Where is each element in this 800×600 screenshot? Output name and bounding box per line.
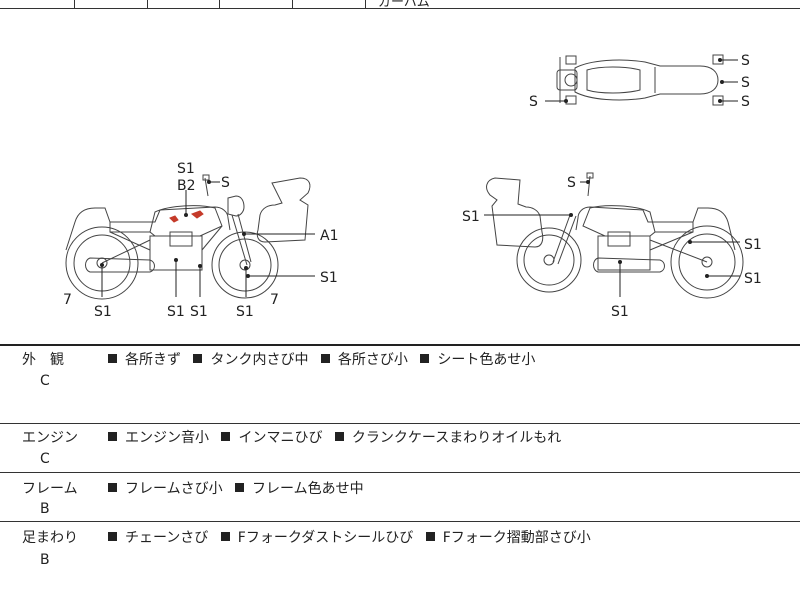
label-right-cowl: S1	[462, 209, 480, 225]
table-cell	[365, 0, 366, 8]
label-fork: A1	[320, 228, 338, 244]
table-cell	[0, 0, 75, 8]
motorcycle-right-view	[486, 172, 744, 299]
top-view-label: S	[741, 53, 750, 69]
table-cell	[147, 0, 220, 8]
condition-item: フレームさび小	[108, 478, 223, 498]
condition-row-frame: フレーム B フレームさび小 フレーム色あせ中	[0, 473, 800, 521]
condition-item: シート色あせ小	[420, 349, 535, 369]
top-table-strip: ガーハム	[0, 0, 800, 10]
condition-item: フレーム色あせ中	[235, 478, 364, 498]
square-bullet-icon	[420, 354, 430, 363]
divider	[0, 472, 800, 473]
condition-item: Fフォークダストシールひび	[220, 527, 413, 547]
condition-row-exterior: 外 観 C 各所きず タンク内さび中 各所さび小 シート色あせ小	[0, 346, 800, 423]
category-label: フレーム	[22, 481, 78, 497]
condition-item: インマニひび	[221, 427, 322, 447]
condition-item: Fフォーク摺動部さび小	[425, 527, 591, 547]
label-right-engine: S1	[611, 304, 629, 320]
table-cell	[219, 0, 293, 8]
label-front-wheel: S1	[320, 270, 338, 286]
condition-items: フレームさび小 フレーム色あせ中	[108, 478, 372, 498]
square-bullet-icon	[193, 354, 203, 363]
top-strip-text: ガーハム	[378, 0, 430, 10]
condition-item: 各所さび小	[320, 349, 408, 369]
motorcycle-left-view	[65, 174, 311, 300]
label-front-number: 7	[270, 292, 279, 308]
damage-diagram: S S S S S1 B2 S A1 S1 7 7 S1 S1 S1 S1 S …	[63, 53, 762, 320]
label-tank-grade: B2	[177, 178, 196, 194]
motorcycle-top-view	[556, 54, 724, 106]
square-bullet-icon	[221, 432, 231, 441]
square-bullet-icon	[108, 483, 117, 492]
condition-item: エンジン音小	[108, 427, 209, 447]
square-bullet-icon	[108, 354, 117, 363]
label-right-wheel: S1	[744, 271, 762, 287]
label-mirror: S	[221, 175, 230, 191]
condition-item: クランクケースまわりオイルもれ	[334, 427, 561, 447]
condition-items: 各所きず タンク内さび中 各所さび小 シート色あせ小	[108, 349, 543, 369]
table-cell	[74, 0, 148, 8]
grade-label: B	[40, 552, 50, 568]
label-engine-2: S1	[190, 304, 208, 320]
square-bullet-icon	[108, 432, 117, 441]
square-bullet-icon	[334, 432, 344, 441]
top-view-label: S	[741, 94, 750, 110]
label-rear-number: 7	[63, 292, 72, 308]
grade-label: C	[40, 373, 50, 389]
label-front-lower: S1	[236, 304, 254, 320]
square-bullet-icon	[220, 532, 230, 541]
divider	[0, 344, 800, 346]
condition-item: 各所きず	[108, 349, 181, 369]
grade-label: B	[40, 501, 50, 517]
square-bullet-icon	[108, 532, 117, 541]
top-view-label: S	[529, 94, 538, 110]
square-bullet-icon	[235, 483, 245, 492]
label-right-mirror: S	[567, 175, 576, 191]
condition-row-suspension: 足まわり B チェーンさび Fフォークダストシールひび Fフォーク摺動部さび小	[0, 522, 800, 600]
condition-item: チェーンさび	[108, 527, 208, 547]
top-view-label: S	[741, 75, 750, 91]
square-bullet-icon	[425, 532, 435, 541]
square-bullet-icon	[320, 354, 330, 363]
divider	[0, 423, 800, 424]
condition-items: チェーンさび Fフォークダストシールひび Fフォーク摺動部さび小	[108, 527, 599, 547]
label-right-suspension: S1	[744, 237, 762, 253]
label-muffler: S1	[94, 304, 112, 320]
category-label: 足まわり	[22, 530, 78, 546]
divider	[0, 8, 800, 9]
condition-row-engine: エンジン C エンジン音小 インマニひび クランクケースまわりオイルもれ	[0, 424, 800, 472]
condition-item: タンク内さび中	[193, 349, 308, 369]
grade-label: C	[40, 451, 50, 467]
label-tank-top: S1	[177, 161, 195, 177]
table-cell	[292, 0, 366, 8]
divider	[0, 521, 800, 522]
category-label: 外 観	[22, 352, 64, 368]
category-label: エンジン	[22, 430, 78, 446]
condition-items: エンジン音小 インマニひび クランクケースまわりオイルもれ	[108, 427, 569, 447]
label-engine-1: S1	[167, 304, 185, 320]
